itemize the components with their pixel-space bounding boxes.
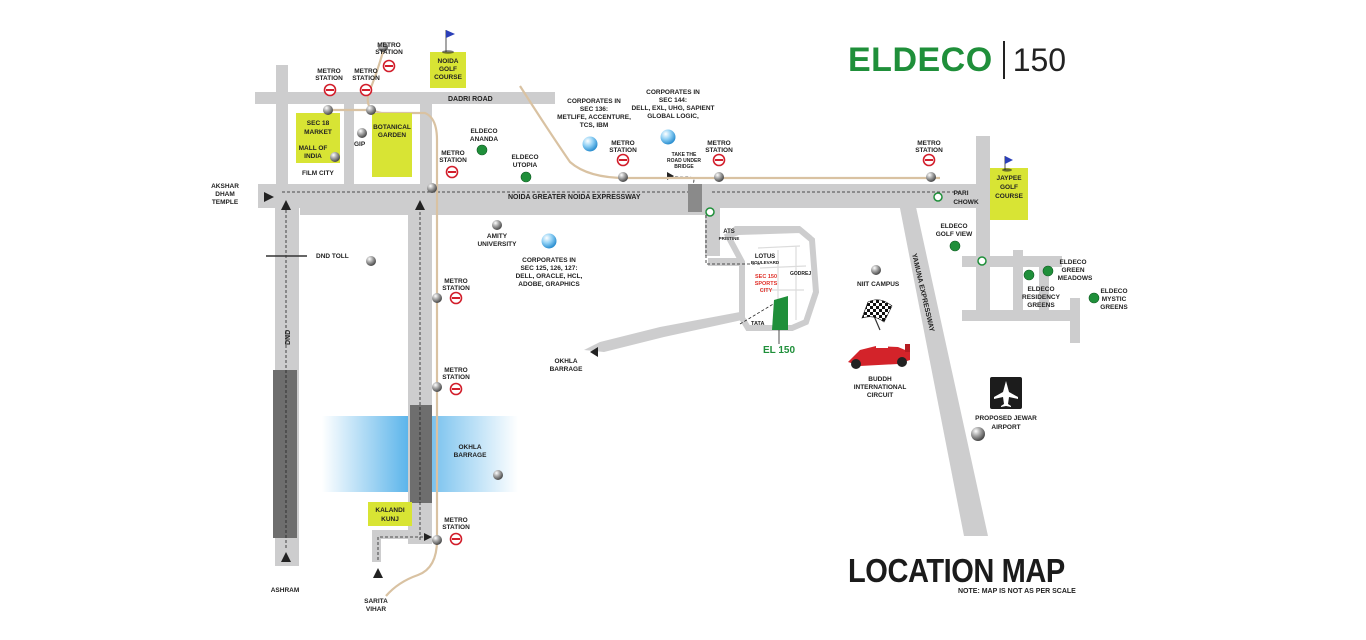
label-dnd-toll: DND TOLL [316,253,349,260]
kalindi-flyway [410,405,432,503]
airplane-icon [990,377,1022,409]
golf-flag-icon [442,30,1013,172]
sec150-streets [757,245,807,328]
junction-icon [705,192,987,266]
bridge-block [688,184,702,212]
dnd-flyway [273,370,297,538]
road-label-dnd: DND [285,330,292,345]
location-sphere-icon [323,42,985,545]
eldeco-project-dots [476,144,1100,304]
label-gip: GIP [354,141,366,148]
racing-car-icon [848,342,910,369]
label-godrej: GODREJ [790,271,811,277]
label-ashram: ASHRAM [271,587,300,594]
brand-name: ELDECO [848,40,993,79]
brand-number: 150 [1012,41,1067,78]
road-label-dadri: DADRI ROAD [448,96,493,103]
page-title: LOCATION MAP [848,552,1065,589]
sec150-outline [723,226,820,331]
road-label-expressway: NOIDA GREATER NOIDA EXPRESSWAY [508,194,641,201]
chequered-flag-icon [861,299,893,331]
label-niit: NIIT CAMPUS [857,281,900,288]
label-tata: TATA [751,321,764,327]
label-film-city: FILM CITY [302,170,334,177]
el150-plot [772,296,788,330]
label-el150: EL 150 [763,345,795,356]
metro-line-east [519,85,940,180]
brand-logo: ELDECO 150 [848,38,1066,82]
scale-note: NOTE: MAP IS NOT AS PER SCALE [958,588,1076,595]
highlight-boxes [296,52,1028,526]
brand-divider [1002,41,1005,79]
